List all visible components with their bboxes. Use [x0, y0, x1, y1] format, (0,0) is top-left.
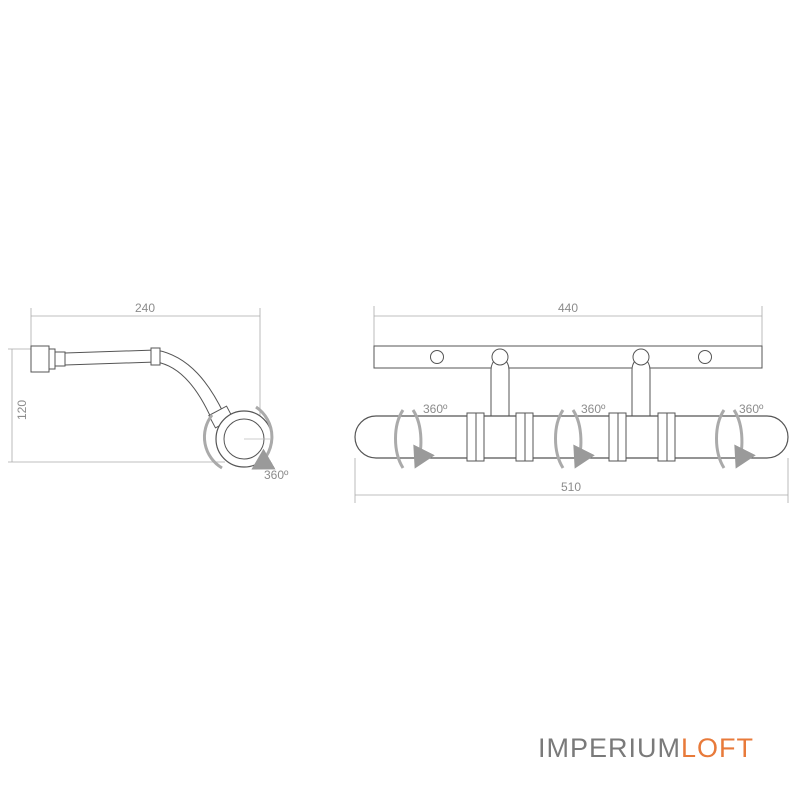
front-rotation-arrows [394, 409, 756, 469]
side-rotation-arrow [202, 405, 276, 470]
front-top-dimension [373, 306, 763, 346]
wall-plate [373, 345, 763, 369]
light-tube [354, 415, 789, 459]
tube-clamps [466, 412, 676, 462]
arm-stems [490, 348, 651, 421]
side-width-dimension [30, 308, 261, 420]
side-width-label: 240 [135, 301, 155, 315]
wall-mount [30, 345, 66, 373]
brand-part-1: IMPERIUM [538, 733, 681, 763]
front-bottom-width-label: 510 [561, 480, 581, 494]
side-view: 240 120 [8, 301, 289, 482]
lamp-head-side [208, 405, 273, 468]
side-rotation-label: 360º [264, 468, 289, 482]
rotation-label-3: 360º [739, 402, 764, 416]
front-top-width-label: 440 [558, 301, 578, 315]
brand-part-2: LOFT [681, 733, 755, 763]
brand-logo: IMPERIUMLOFT [538, 733, 754, 764]
front-view: 440 [354, 301, 789, 503]
rotation-label-2: 360º [581, 402, 606, 416]
curved-arm [64, 347, 225, 421]
side-height-label: 120 [15, 400, 29, 420]
front-bottom-dimension [354, 458, 789, 503]
rotation-label-1: 360º [423, 402, 448, 416]
